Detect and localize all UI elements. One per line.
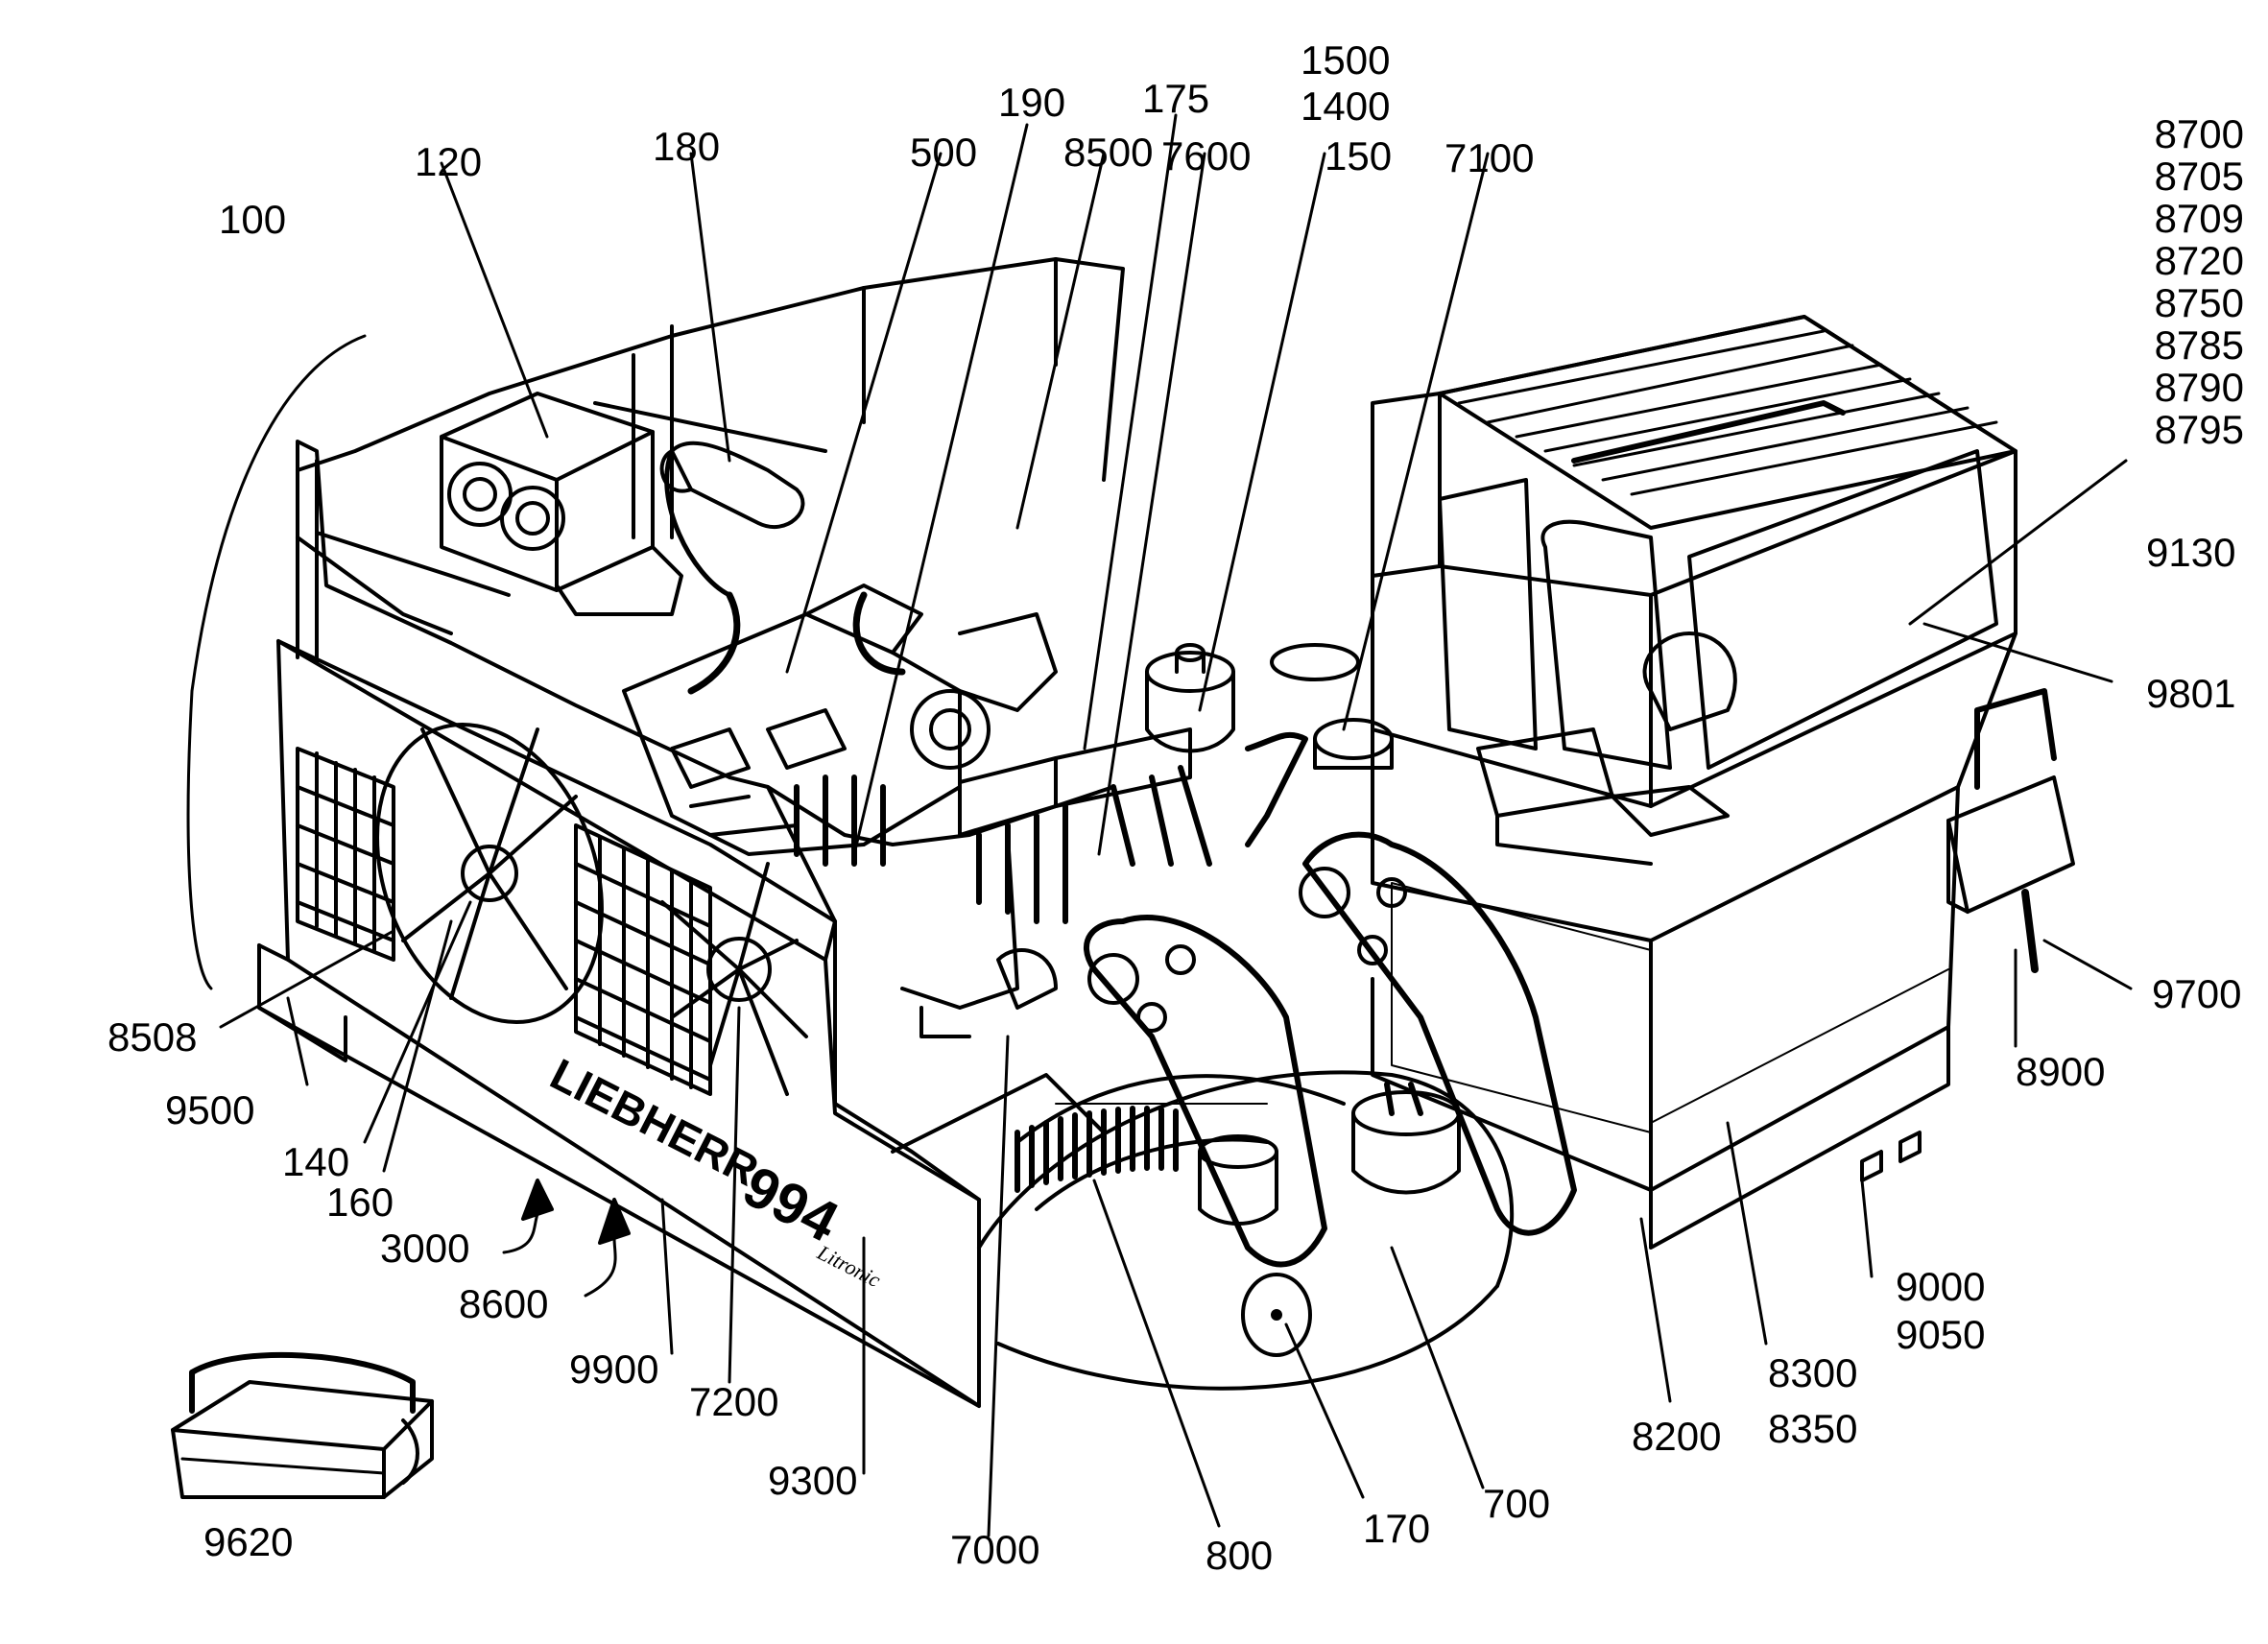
toolbox — [171, 1351, 434, 1499]
label-1400: 1400 — [1301, 83, 1391, 129]
label-170: 170 — [1363, 1506, 1431, 1551]
label-150: 150 — [1325, 133, 1393, 179]
label-9300: 9300 — [768, 1458, 858, 1503]
label-8790: 8790 — [2154, 365, 2244, 410]
label-9000: 9000 — [1896, 1264, 1986, 1309]
label-8600: 8600 — [459, 1281, 549, 1326]
label-1500: 1500 — [1301, 37, 1391, 83]
label-8709: 8709 — [2154, 196, 2244, 241]
label-9801: 9801 — [2146, 671, 2236, 716]
label-8785: 8785 — [2154, 322, 2244, 368]
label-3000: 3000 — [380, 1226, 470, 1271]
label-500: 500 — [910, 130, 978, 175]
label-8795: 8795 — [2154, 407, 2244, 452]
label-9500: 9500 — [165, 1087, 255, 1132]
walkway-railing — [296, 257, 1125, 664]
label-8705: 8705 — [2154, 154, 2244, 199]
label-8200: 8200 — [1632, 1414, 1722, 1459]
label-7100: 7100 — [1444, 135, 1535, 180]
label-9050: 9050 — [1896, 1312, 1986, 1357]
label-180: 180 — [653, 124, 721, 169]
engine-housing — [257, 440, 1115, 1408]
control-valve-block — [900, 727, 1212, 1038]
label-7000: 7000 — [950, 1527, 1040, 1572]
label-100: 100 — [219, 197, 287, 242]
label-8750: 8750 — [2154, 280, 2244, 325]
boom-mounting-plates — [1083, 831, 1577, 1268]
label-8720: 8720 — [2154, 238, 2244, 283]
label-140: 140 — [282, 1139, 350, 1184]
swing-gear-teeth — [1015, 1106, 1179, 1193]
label-8900: 8900 — [2016, 1049, 2106, 1094]
label-120: 120 — [415, 139, 483, 184]
label-9700: 9700 — [2152, 971, 2242, 1016]
label-8500: 8500 — [1063, 130, 1154, 175]
service-arrow-8600 — [598, 1198, 631, 1245]
label-8300: 8300 — [1768, 1350, 1858, 1395]
label-800: 800 — [1206, 1533, 1274, 1578]
label-7600: 7600 — [1161, 133, 1252, 179]
cooling-fan-1 — [375, 723, 604, 1024]
brand-model-script: Litronic — [813, 1240, 885, 1293]
label-700: 700 — [1483, 1481, 1551, 1526]
radiator-grille-left — [296, 747, 395, 962]
label-9130: 9130 — [2146, 530, 2236, 575]
brand-side-text: LIEBHERR — [542, 1049, 766, 1196]
label-8700: 8700 — [2154, 111, 2244, 156]
label-190: 190 — [998, 80, 1066, 125]
engine-assembly — [440, 392, 1058, 867]
cooling-fan-2 — [660, 862, 808, 1096]
label-175: 175 — [1142, 76, 1210, 121]
label-8350: 8350 — [1768, 1406, 1858, 1451]
swing-drives — [1198, 1082, 1461, 1357]
operator-cab — [1371, 315, 2075, 1250]
label-160: 160 — [326, 1179, 394, 1225]
leader-lines — [186, 113, 2133, 1537]
swing-ring — [977, 1070, 1515, 1391]
label-stack-8700-8795: 8700 8705 8709 8720 8750 8785 8790 8795 — [2119, 113, 2244, 451]
label-9900: 9900 — [569, 1346, 659, 1392]
label-7200: 7200 — [689, 1379, 779, 1424]
label-8508: 8508 — [107, 1014, 198, 1060]
hydraulic-tank — [1145, 643, 1394, 847]
label-9620: 9620 — [203, 1519, 294, 1564]
